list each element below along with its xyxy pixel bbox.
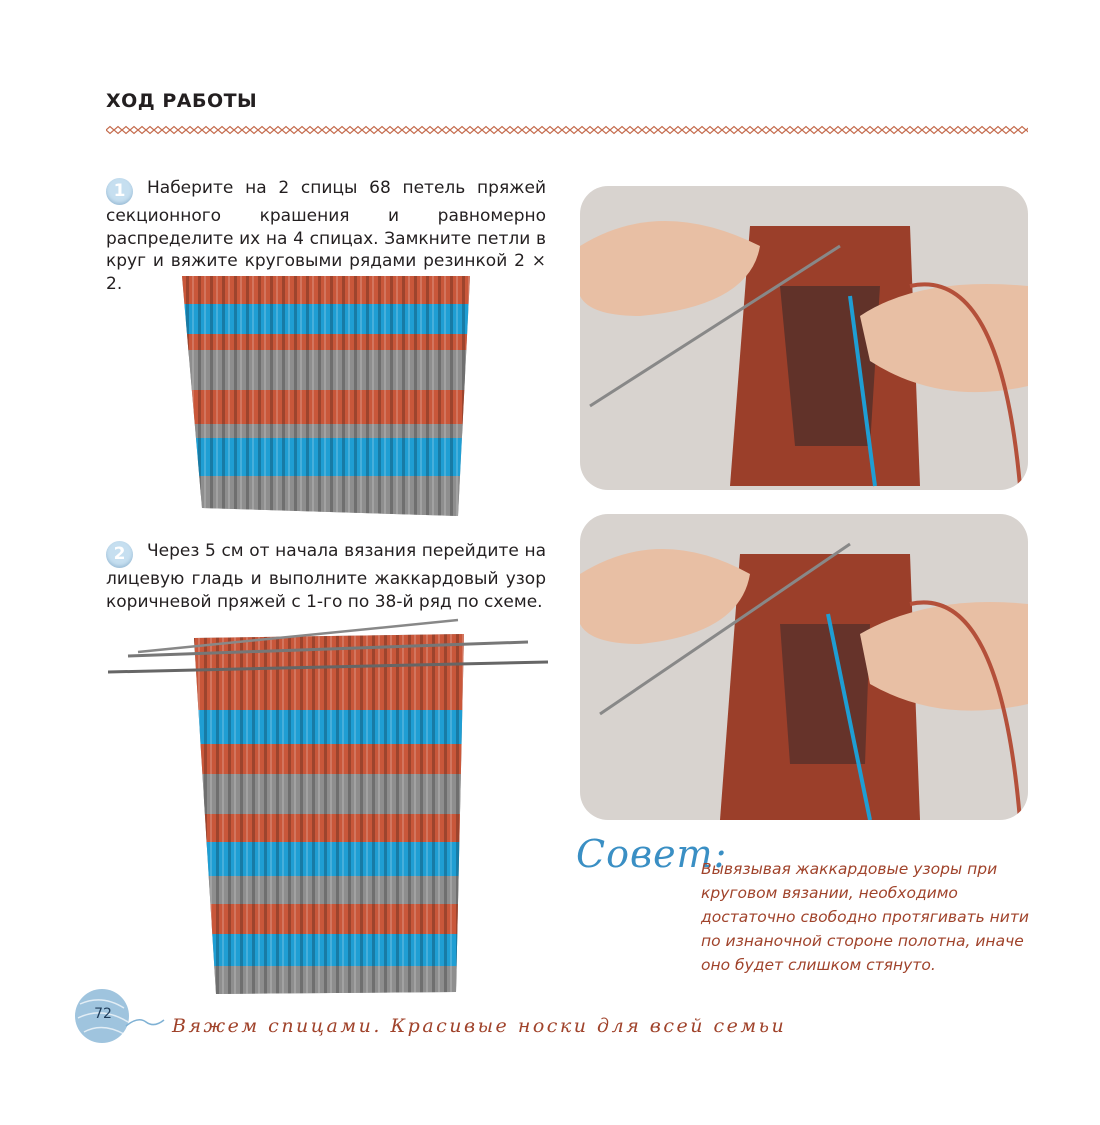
photo-knitting-hands-1: [580, 186, 1028, 490]
decorative-divider: [106, 123, 1028, 137]
photo-jacquard-on-needles: [108, 612, 556, 1004]
photo-knitting-hands-2: [580, 514, 1028, 820]
yarn-ball-icon: [75, 989, 165, 1043]
section-title: ХОД РАБОТЫ: [106, 90, 258, 112]
step-number-badge: 2: [106, 541, 133, 568]
step-text: Наберите на 2 спицы 68 петель пряжей сек…: [106, 178, 546, 294]
tip-body: Вывязывая жаккардовые узоры при круговом…: [701, 860, 1029, 974]
photo-ribbed-cuff: [150, 276, 490, 516]
step-number-badge: 1: [106, 178, 133, 205]
book-title: Вяжем спицами. Красивые носки для всей с…: [172, 1015, 787, 1037]
step-text: Через 5 см от начала вязания перейдите н…: [106, 541, 546, 612]
tip-text: Вывязывая жаккардовые узоры при круговом…: [655, 857, 1035, 977]
page-number: 72: [94, 1006, 112, 1022]
tip-title: Совет:: [576, 832, 728, 876]
